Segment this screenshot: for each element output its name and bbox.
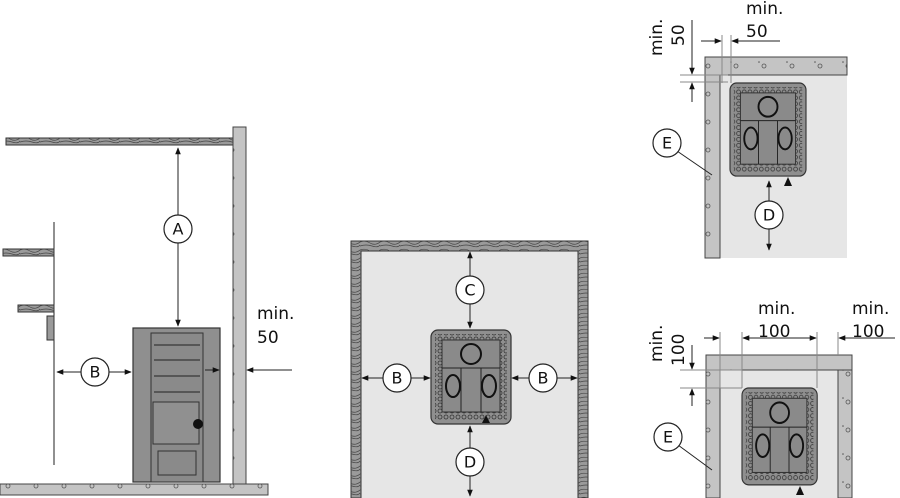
top-view-corner: min. 50 min. 50 E D bbox=[647, 0, 848, 259]
dim-top1-value: 100 bbox=[758, 322, 790, 342]
dim-left-min-recess: min. bbox=[647, 325, 667, 362]
top-view-recess: min. 100 min. 100 min. 100 E bbox=[647, 299, 895, 498]
heater-side bbox=[132, 327, 221, 483]
side-view: A B min. 50 bbox=[0, 126, 294, 496]
label-e-recess: E bbox=[663, 428, 673, 447]
dim-left-min: min. bbox=[647, 19, 667, 56]
dim-top2-min: min. bbox=[852, 299, 889, 319]
dim-min-label: min. bbox=[257, 304, 294, 324]
label-c: C bbox=[464, 281, 475, 300]
label-d-corner: D bbox=[763, 206, 775, 225]
dim-value: 50 bbox=[257, 328, 279, 348]
dim-left-value-recess: 100 bbox=[669, 334, 689, 366]
label-b-left: B bbox=[392, 369, 403, 388]
top-view-free: C B B D bbox=[350, 240, 589, 498]
label-a: A bbox=[173, 220, 184, 239]
bench bbox=[46, 315, 55, 341]
dim-top-value: 50 bbox=[746, 22, 768, 42]
label-b-right: B bbox=[538, 369, 549, 388]
label-b: B bbox=[90, 363, 101, 382]
dim-top1-min: min. bbox=[758, 299, 795, 319]
dim-left-value: 50 bbox=[669, 24, 689, 46]
heater-top bbox=[430, 329, 512, 425]
label-d: D bbox=[464, 453, 476, 472]
dim-top-min: min. bbox=[746, 0, 783, 19]
door-handle bbox=[193, 419, 203, 429]
dim-top2-value: 100 bbox=[852, 322, 884, 342]
label-e: E bbox=[662, 134, 672, 153]
label-a-circle bbox=[163, 214, 193, 244]
